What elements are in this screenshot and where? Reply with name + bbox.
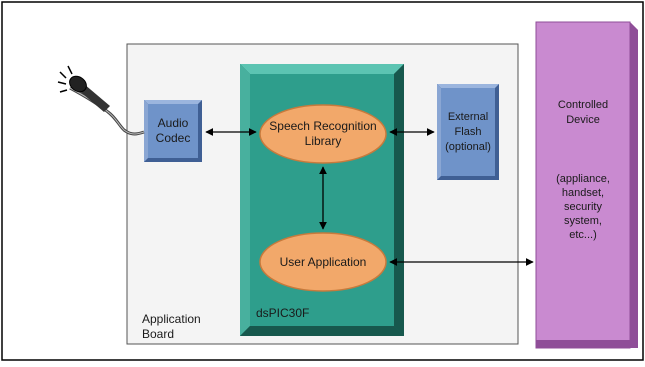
- controlled-device-title: Controlled Device: [557, 99, 609, 126]
- dspic30f-label: dsPIC30F: [256, 306, 310, 320]
- application-board-label: Application Board: [142, 312, 201, 341]
- audio-codec-label: Audio Codec: [155, 116, 191, 145]
- speech-recognition-label: Speech Recognition Library: [269, 119, 377, 148]
- controlled-device-examples: (appliance, handset, security system, et…: [556, 173, 610, 241]
- audio-codec-box: [144, 100, 202, 162]
- speech-recognition-ellipse: [259, 104, 387, 164]
- user-application-ellipse: [259, 232, 387, 292]
- controlled-device-box: [535, 21, 638, 349]
- microphone-icon: [57, 65, 145, 136]
- external-flash-box: [437, 84, 499, 180]
- external-flash-label: External Flash (optional): [445, 111, 491, 153]
- user-application-label: User Application: [279, 255, 367, 269]
